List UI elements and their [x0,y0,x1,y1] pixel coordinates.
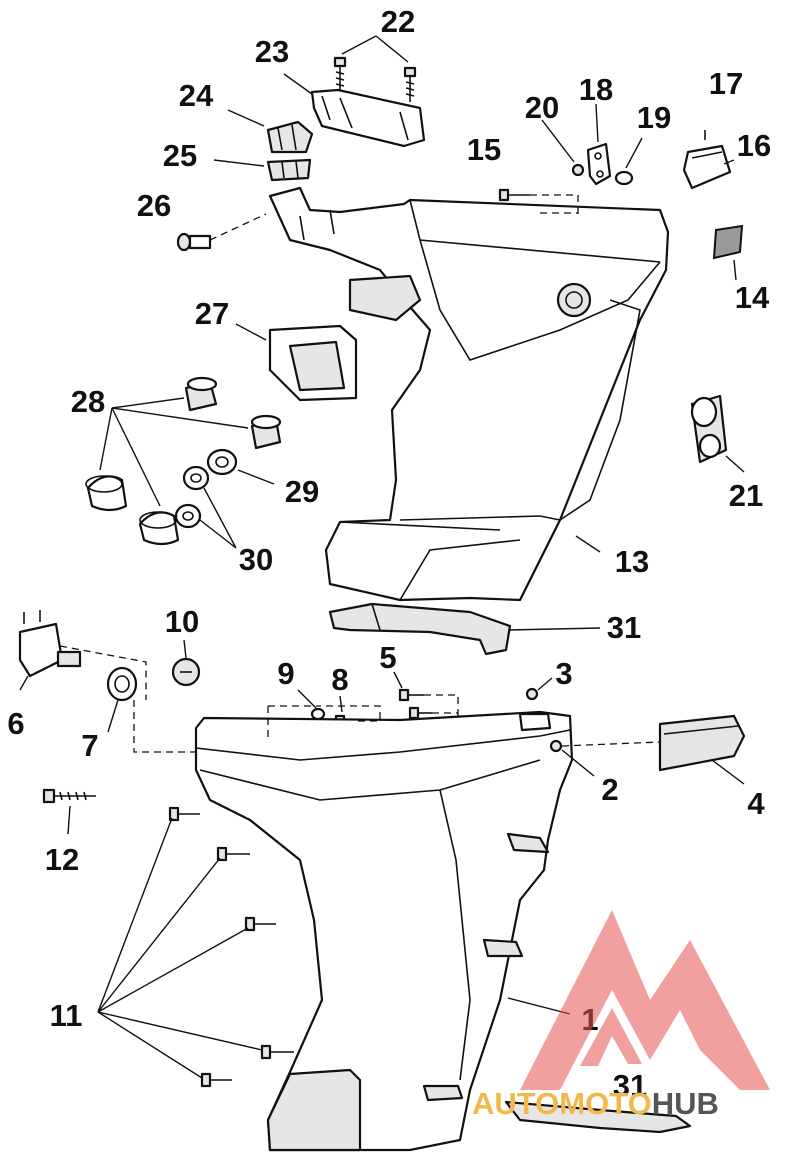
callout-15: 15 [467,132,501,167]
watermark-text-hub: HUB [652,1086,719,1121]
connector-6 [18,610,82,678]
callout-10: 10 [165,604,199,639]
cover-27 [268,324,358,402]
bolt-12 [42,788,96,804]
callout-31-lower: 31 [613,1068,647,1103]
watermark-logo-icon [520,910,770,1090]
screws-5 [398,688,432,720]
seal-31-lower [504,1100,692,1134]
callout-16: 16 [737,128,771,163]
callout-5: 5 [379,640,396,675]
watermark: AUTOMOTOHUB [472,910,770,1121]
callout-27: 27 [195,296,229,331]
callout-14: 14 [735,280,770,315]
callout-25: 25 [163,138,197,173]
clip-25 [266,158,312,182]
callout-8: 8 [331,662,348,697]
callout-2: 2 [601,772,618,807]
callout-12: 12 [45,842,79,877]
grommet-21 [690,394,728,464]
callout-24: 24 [179,78,214,113]
screws-11 [168,806,294,1088]
callout-26: 26 [137,188,171,223]
washer-20 [571,163,585,177]
washers-30 [174,465,210,529]
ring-19 [614,170,634,186]
callout-30: 30 [239,542,273,577]
callout-28: 28 [71,384,105,419]
leader-lines [19,35,745,1079]
cap-16 [682,144,732,190]
callout-19: 19 [637,100,671,135]
callout-6: 6 [7,706,24,741]
nut-3 [525,687,539,701]
cover-1 [194,710,574,1152]
svg-text:AUTOMOTOHUB: AUTOMOTOHUB [472,1086,719,1121]
seal-31-upper [328,602,512,656]
trim-4 [658,714,746,772]
callout-11: 11 [50,998,83,1033]
callout-20: 20 [525,90,559,125]
callout-23: 23 [255,34,289,69]
callout-labels: 22 23 24 25 26 15 20 18 19 17 16 14 27 2… [7,4,771,1103]
callout-9: 9 [277,656,294,691]
callout-7: 7 [81,728,98,763]
callout-18: 18 [579,72,613,107]
assembly-lines [59,194,661,753]
plug-10 [171,657,201,687]
callout-29: 29 [285,474,319,509]
clip-24 [266,120,314,154]
callout-4: 4 [747,786,765,821]
cover-13 [268,186,670,602]
callout-13: 13 [615,544,649,579]
washer-9 [310,707,326,721]
screw-26 [176,232,212,252]
callout-3: 3 [555,656,572,691]
grommet-7 [106,666,138,702]
washers-29 [206,448,238,476]
bumpers-28 [85,376,282,546]
bracket-23 [310,88,426,148]
callout-21: 21 [729,478,763,513]
bolt-22 [333,56,417,102]
callout-31-upper: 31 [607,610,641,645]
callout-22: 22 [381,4,415,39]
callout-17: 17 [709,66,743,101]
insert-14 [712,224,744,260]
latch-18 [586,142,612,186]
watermark-text-automoto: AUTOMOTO [472,1086,652,1121]
watermark-logo-inner [580,1008,642,1066]
